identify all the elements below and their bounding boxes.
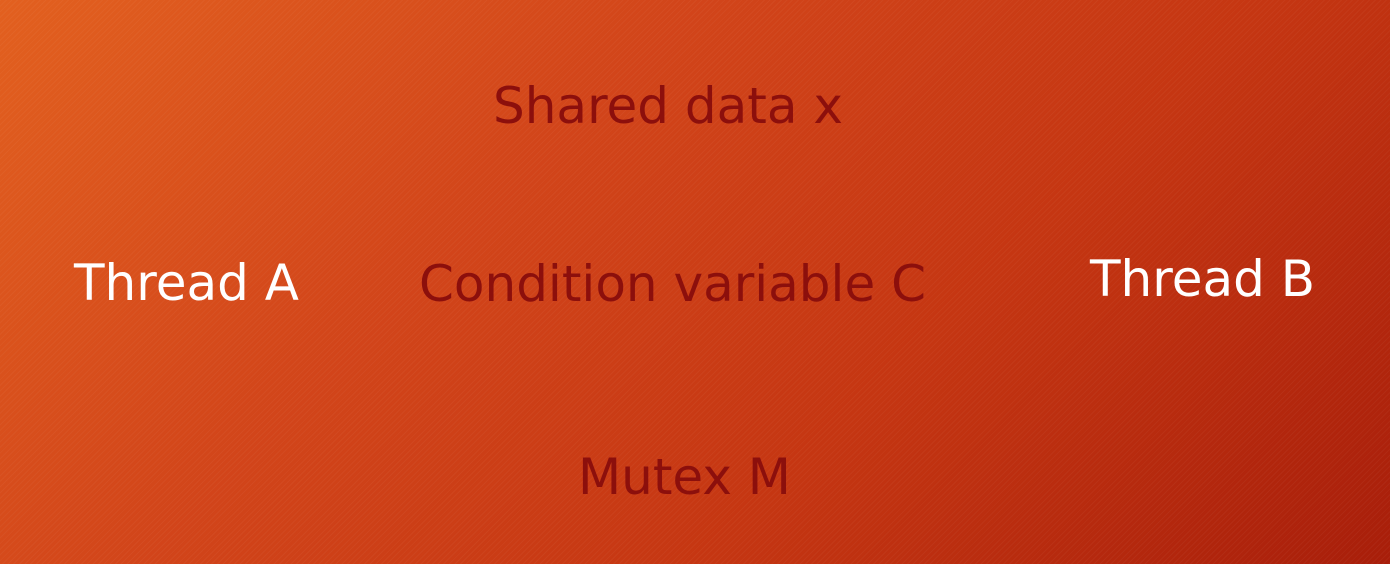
condition-variable-label: Condition variable C [419, 255, 927, 313]
thread-a-label: Thread A [74, 254, 299, 312]
shared-data-label: Shared data x [493, 77, 844, 135]
mutex-label: Mutex M [578, 448, 791, 506]
thread-b-label: Thread B [1090, 250, 1316, 308]
